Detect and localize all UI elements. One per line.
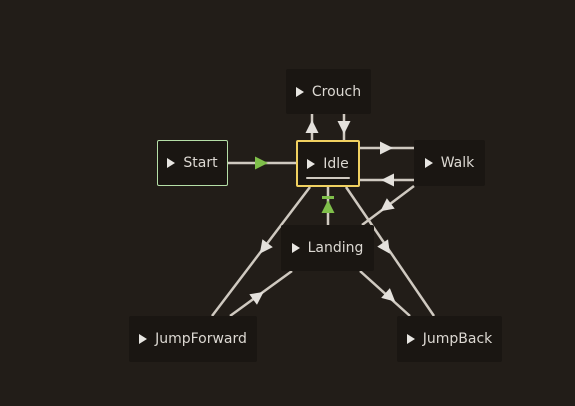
state-node-jumpback[interactable]: JumpBack: [397, 316, 502, 362]
transition-idle-to-jumpforward[interactable]: [211, 186, 311, 317]
transition-jumpforward-to-landing[interactable]: [229, 269, 293, 318]
play-icon[interactable]: [167, 158, 176, 168]
state-node-jumpforward[interactable]: JumpForward: [129, 316, 257, 362]
transition-idle-to-crouch[interactable]: [305, 114, 319, 140]
state-node-idle[interactable]: Idle: [296, 140, 360, 187]
transition-arrow-icon[interactable]: [381, 288, 399, 306]
transition-arrow-icon[interactable]: [305, 120, 319, 133]
selection-underline: [306, 177, 350, 179]
transition-arrow-icon[interactable]: [249, 287, 267, 305]
state-node-walk[interactable]: Walk: [414, 140, 485, 186]
transition-walk-to-landing[interactable]: [361, 185, 415, 226]
play-icon[interactable]: [291, 243, 300, 253]
transition-arrow-icon[interactable]: [377, 239, 395, 257]
play-icon[interactable]: [424, 158, 433, 168]
transition-arrow-icon[interactable]: [381, 173, 394, 187]
transition-idle-to-walk[interactable]: [360, 141, 414, 155]
state-label-jumpback: JumpBack: [422, 331, 493, 347]
play-icon[interactable]: [295, 86, 304, 97]
state-label-crouch: Crouch: [311, 83, 362, 100]
play-icon[interactable]: [406, 334, 415, 344]
state-node-crouch[interactable]: Crouch: [286, 69, 371, 114]
transition-crouch-to-idle[interactable]: [337, 114, 351, 140]
state-label-start: Start: [183, 155, 218, 171]
transition-jumpback-to-landing[interactable]: [359, 270, 411, 317]
state-label-walk: Walk: [440, 155, 475, 171]
state-node-start[interactable]: Start: [157, 140, 228, 186]
transition-landing-to-idle[interactable]: [321, 187, 335, 225]
state-label-landing: Landing: [307, 240, 364, 256]
transition-arrow-icon[interactable]: [380, 141, 393, 155]
transition-arrow-icon[interactable]: [255, 156, 268, 170]
transition-arrow-icon[interactable]: [255, 239, 273, 257]
transition-idle-to-jumpback[interactable]: [344, 186, 436, 317]
play-icon[interactable]: [307, 158, 316, 169]
state-node-landing[interactable]: Landing: [281, 225, 374, 271]
transition-arrow-icon[interactable]: [321, 200, 335, 213]
transition-start-to-idle[interactable]: [228, 156, 296, 170]
transition-arrow-icon[interactable]: [376, 198, 395, 216]
play-icon[interactable]: [139, 334, 148, 344]
state-label-idle: Idle: [323, 155, 349, 172]
transition-walk-to-idle[interactable]: [360, 173, 414, 187]
transition-arrow-icon[interactable]: [337, 121, 351, 134]
transition-line[interactable]: [359, 270, 411, 317]
transition-condition-bar: [322, 196, 334, 199]
state-label-jumpforward: JumpForward: [155, 331, 247, 347]
transition-line[interactable]: [344, 186, 436, 317]
